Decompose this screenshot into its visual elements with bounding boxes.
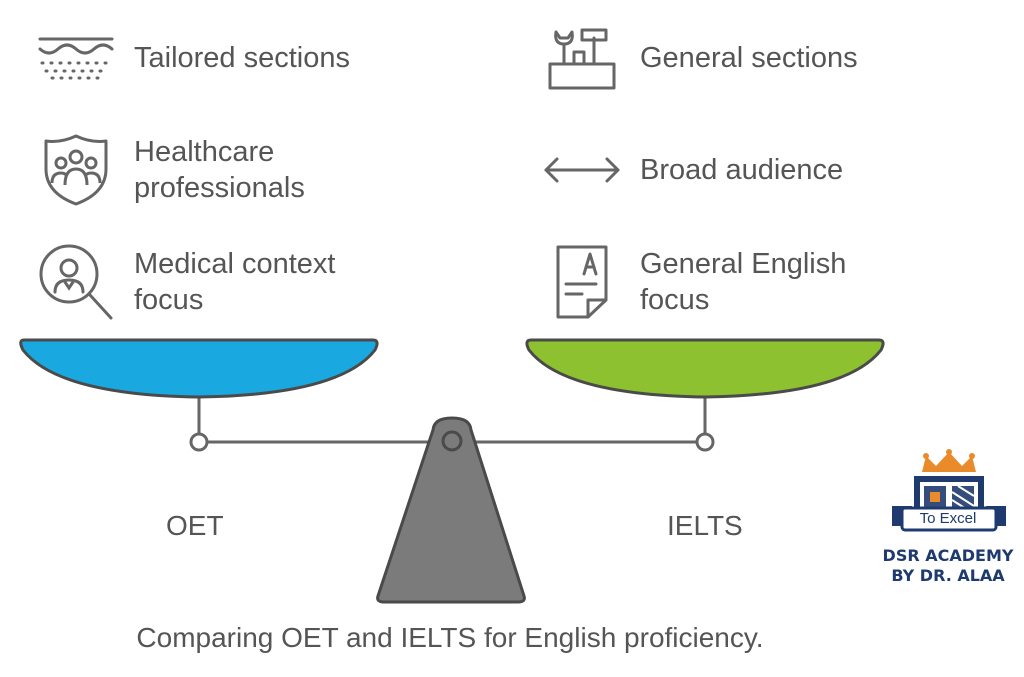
scale-pivot xyxy=(441,430,463,452)
document-a-icon xyxy=(542,242,622,322)
dsr-academy-logo xyxy=(892,449,1006,532)
logo-banner-text: To Excel xyxy=(919,510,977,527)
right-beam-joint xyxy=(695,432,715,452)
oet-label: OET xyxy=(166,510,224,541)
left-item-label: Tailored sections xyxy=(134,42,350,74)
healthcare-shield-icon xyxy=(36,130,116,210)
diagram-caption: Comparing OET and IELTS for English prof… xyxy=(136,622,764,653)
right-item-label: General sections xyxy=(640,42,858,74)
ielts-label: IELTS xyxy=(667,510,743,541)
person-magnifier-icon xyxy=(36,242,116,322)
ribbon-icon xyxy=(892,506,1006,532)
right-item-general-english-focus: General English focus xyxy=(542,242,880,322)
crown-icon xyxy=(922,449,976,472)
toolbox-icon xyxy=(542,18,622,98)
right-item-general-sections: General sections xyxy=(542,18,858,98)
logo-line-2: BY DR. ALAA xyxy=(891,566,1005,585)
logo-line-1: DSR ACADEMY xyxy=(882,546,1014,565)
left-item-healthcare-professionals: Healthcare professionals xyxy=(36,130,354,210)
right-item-label: Broad audience xyxy=(640,154,844,186)
right-pan xyxy=(525,338,885,399)
left-item-label: Healthcare professionals xyxy=(134,136,305,204)
left-pan xyxy=(19,338,379,399)
double-arrow-icon xyxy=(542,130,622,210)
right-item-label: General English focus xyxy=(640,248,847,316)
left-item-medical-context-focus: Medical context focus xyxy=(36,242,374,322)
left-beam-joint xyxy=(189,432,209,452)
scale-stand xyxy=(376,416,526,604)
left-item-label: Medical context focus xyxy=(134,248,336,316)
wavy-layers-icon xyxy=(36,18,116,98)
right-item-broad-audience: Broad audience xyxy=(542,130,843,210)
left-item-tailored-sections: Tailored sections xyxy=(36,18,350,98)
